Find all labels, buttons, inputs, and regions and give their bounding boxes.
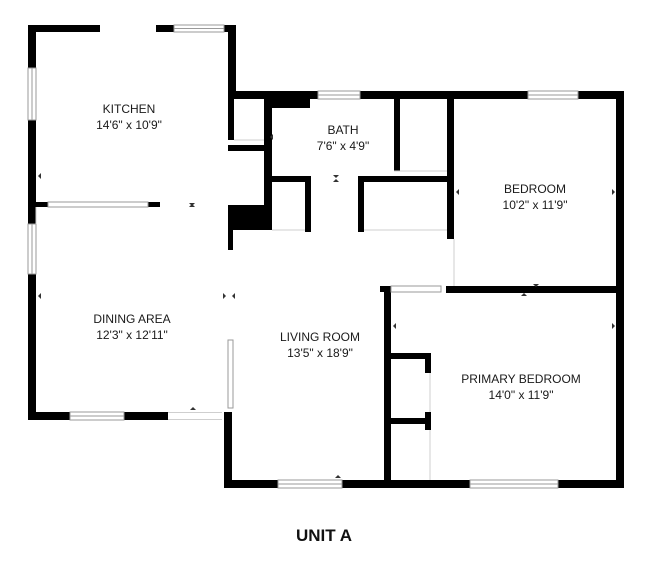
room-primary-bedroom-dims: 14'0" x 11'9" <box>489 388 554 402</box>
room-primary-bedroom: PRIMARY BEDROOM 14'0" x 11'9" <box>461 372 581 402</box>
room-kitchen-dims: 14'6" x 10'9" <box>96 118 162 132</box>
windows <box>27 24 579 489</box>
room-bath: BATH 7'6" x 4'9" <box>317 123 369 153</box>
room-bedroom-dims: 10'2" x 11'9" <box>503 198 568 212</box>
room-bedroom: BEDROOM 10'2" x 11'9" <box>503 182 568 212</box>
room-bedroom-name: BEDROOM <box>504 182 566 196</box>
room-dining-area-name: DINING AREA <box>93 312 170 326</box>
interior-walls <box>36 91 624 488</box>
room-kitchen-name: KITCHEN <box>103 102 156 116</box>
unit-title: UNIT A <box>295 526 353 545</box>
room-bath-name: BATH <box>327 123 358 137</box>
door-markers <box>38 134 615 478</box>
room-dining-area-dims: 12'3" x 12'11" <box>96 328 168 342</box>
room-living-room-name: LIVING ROOM <box>280 330 360 344</box>
room-dining-area: DINING AREA 12'3" x 12'11" <box>93 312 170 342</box>
room-living-room: LIVING ROOM 13'5" x 18'9" <box>280 330 360 360</box>
room-bath-dims: 7'6" x 4'9" <box>317 139 369 153</box>
outlines <box>35 139 455 480</box>
room-primary-bedroom-name: PRIMARY BEDROOM <box>461 372 581 386</box>
room-living-room-dims: 13'5" x 18'9" <box>287 346 353 360</box>
room-kitchen: KITCHEN 14'6" x 10'9" <box>96 102 162 132</box>
